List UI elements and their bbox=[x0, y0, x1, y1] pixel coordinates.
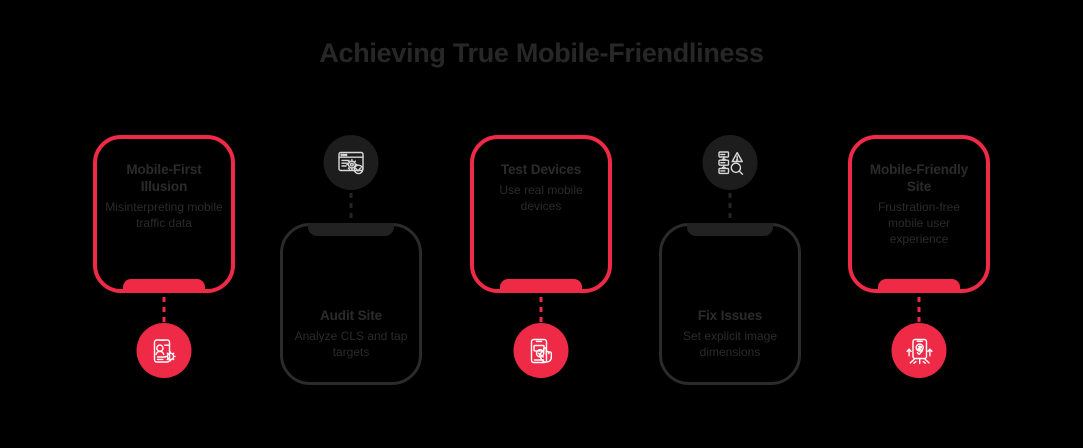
phone-card-text: Audit Site Analyze CLS and tap targets bbox=[291, 307, 411, 360]
flow-step-mobile-friendly-site[interactable]: Mobile-Friendly Site Frustration-free mo… bbox=[845, 135, 993, 380]
step-title: Mobile-First Illusion bbox=[126, 162, 202, 194]
dashed-connector bbox=[539, 297, 543, 323]
dashed-connector bbox=[728, 193, 732, 219]
phone-card: Mobile-Friendly Site Frustration-free mo… bbox=[848, 135, 990, 293]
flow-step-mobile-first-illusion[interactable]: Mobile-First Illusion Misinterpreting mo… bbox=[90, 135, 238, 380]
phone-card-text: Mobile-Friendly Site Frustration-free mo… bbox=[860, 161, 978, 247]
phone-notch bbox=[308, 223, 394, 236]
step-title: Fix Issues bbox=[697, 308, 763, 323]
step-icon-badge[interactable] bbox=[513, 323, 569, 378]
phone-notch bbox=[123, 279, 205, 293]
phone-card: Mobile-First Illusion Misinterpreting mo… bbox=[93, 135, 235, 293]
mobile-hand-tap-check-icon bbox=[526, 336, 556, 366]
step-icon-badge[interactable] bbox=[891, 323, 947, 378]
phone-notch bbox=[500, 279, 582, 293]
mobile-celebration-award-icon bbox=[904, 336, 934, 366]
step-description: Use real mobile devices bbox=[499, 183, 583, 213]
phone-card-text: Test Devices Use real mobile devices bbox=[482, 161, 600, 214]
step-icon-badge[interactable] bbox=[136, 323, 192, 378]
step-title: Audit Site bbox=[320, 308, 382, 323]
browser-window-gear-check-icon bbox=[336, 147, 367, 178]
step-icon-badge[interactable] bbox=[702, 135, 758, 190]
step-icon-badge[interactable] bbox=[323, 135, 379, 190]
dashed-connector bbox=[917, 297, 921, 323]
flow-step-fix-issues[interactable]: Fix Issues Set explicit image dimensions bbox=[656, 135, 804, 387]
page-title: Achieving True Mobile-Friendliness bbox=[319, 38, 764, 68]
dashed-connector bbox=[349, 193, 353, 219]
flow-step-audit-site[interactable]: Audit Site Analyze CLS and tap targets bbox=[277, 135, 425, 387]
user-profile-gear-mobile-icon bbox=[149, 336, 179, 366]
flow-step-test-devices[interactable]: Test Devices Use real mobile devices bbox=[467, 135, 615, 380]
dashed-connector bbox=[162, 297, 166, 323]
step-title: Mobile-Friendly Site bbox=[869, 162, 969, 194]
phone-card-text: Fix Issues Set explicit image dimensions bbox=[670, 307, 790, 360]
phone-card: Test Devices Use real mobile devices bbox=[470, 135, 612, 293]
phone-notch bbox=[687, 223, 773, 236]
phone-card: Audit Site Analyze CLS and tap targets bbox=[280, 223, 422, 385]
step-title: Test Devices bbox=[500, 162, 582, 177]
phone-card: Fix Issues Set explicit image dimensions bbox=[659, 223, 801, 385]
flow-list-warning-search-icon bbox=[715, 148, 745, 178]
phone-card-text: Mobile-First Illusion Misinterpreting mo… bbox=[105, 161, 223, 231]
step-description: Set explicit image dimensions bbox=[682, 329, 778, 359]
phone-notch bbox=[878, 279, 960, 293]
step-description: Misinterpreting mobile traffic data bbox=[105, 200, 223, 230]
step-description: Analyze CLS and tap targets bbox=[294, 329, 408, 359]
step-description: Frustration-free mobile user experience bbox=[877, 200, 961, 246]
